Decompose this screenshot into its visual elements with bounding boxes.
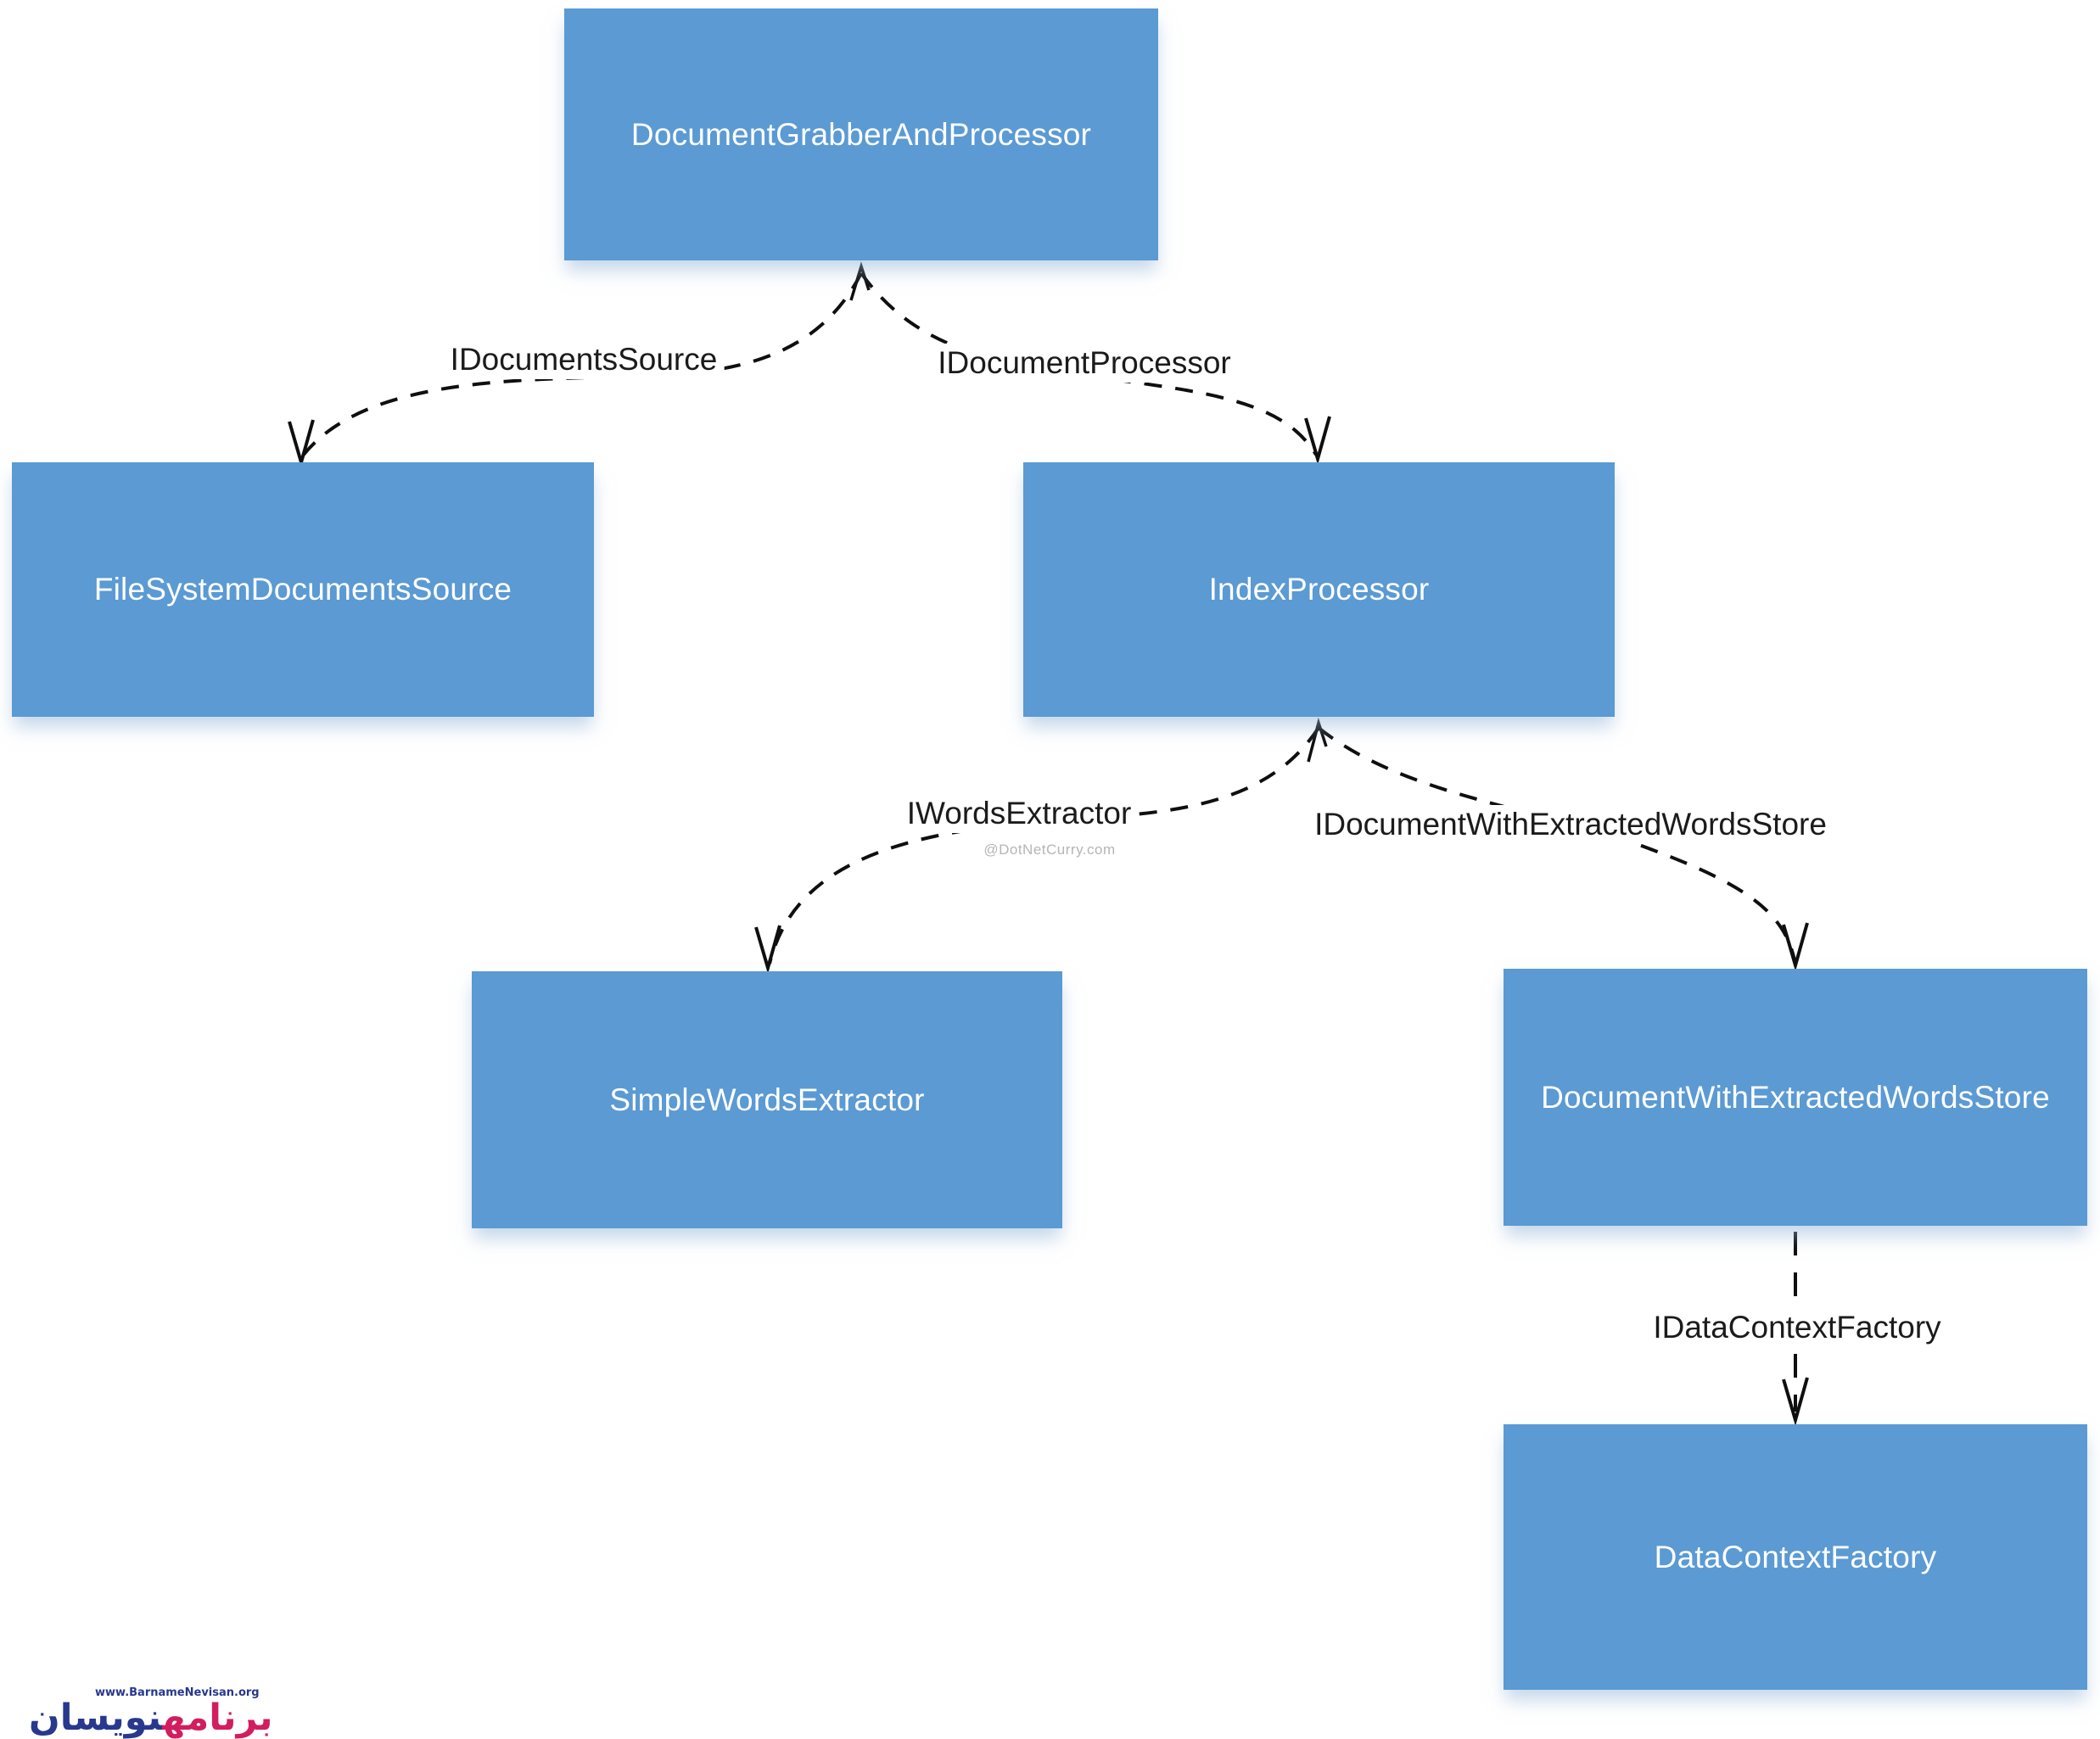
arrowhead-into-extractor bbox=[754, 925, 781, 975]
arrowhead-into-datacontextfactory bbox=[1782, 1377, 1809, 1427]
node-label: SimpleWordsExtractor bbox=[609, 1082, 925, 1117]
source-arrow-indexprocessor bbox=[1307, 717, 1328, 763]
barnamenevisan-logo: www.BarnameNevisan.org برنامهنویسان bbox=[29, 1683, 334, 1737]
logo-brand-right-word: برنامه bbox=[162, 1696, 273, 1739]
node-document-with-extracted-words-store: DocumentWithExtractedWordsStore bbox=[1504, 969, 2087, 1226]
node-simple-words-extractor: SimpleWordsExtractor bbox=[472, 971, 1062, 1228]
node-label: IndexProcessor bbox=[1208, 572, 1430, 607]
node-label: FileSystemDocumentsSource bbox=[93, 572, 512, 607]
edge-indexprocessor-to-store bbox=[1317, 726, 1796, 961]
edge-label-idocumentprocessor: IDocumentProcessor bbox=[931, 344, 1238, 383]
edge-label-idocumentwithextractedwordsstore: IDocumentWithExtractedWordsStore bbox=[1308, 805, 1834, 844]
arrowhead-into-store bbox=[1782, 922, 1809, 972]
logo-brand-text: برنامهنویسان bbox=[29, 1696, 273, 1739]
edge-label-iwordsextractor: IWordsExtractor bbox=[899, 794, 1139, 833]
source-arrow-grabber bbox=[849, 261, 871, 301]
node-index-processor: IndexProcessor bbox=[1023, 462, 1615, 717]
node-label: DocumentWithExtractedWordsStore bbox=[1541, 1079, 2050, 1115]
node-filesystem-documents-source: FileSystemDocumentsSource bbox=[12, 462, 594, 717]
logo-url-text: www.BarnameNevisan.org bbox=[95, 1686, 260, 1699]
node-data-context-factory: DataContextFactory bbox=[1504, 1424, 2087, 1690]
arrowhead-into-indexprocessor bbox=[1304, 416, 1331, 466]
logo-brand-left-word: نویسان bbox=[29, 1696, 163, 1739]
node-label: DocumentGrabberAndProcessor bbox=[630, 116, 1092, 152]
dotnetcurry-watermark: @DotNetCurry.com bbox=[983, 842, 1116, 858]
node-document-grabber-and-processor: DocumentGrabberAndProcessor bbox=[564, 8, 1158, 260]
edge-label-idatacontextfactory: IDataContextFactory bbox=[1646, 1308, 1948, 1347]
edge-label-idocumentssource: IDocumentsSource bbox=[443, 340, 725, 379]
arrowhead-into-filesystem bbox=[288, 419, 315, 469]
node-label: DataContextFactory bbox=[1654, 1539, 1937, 1574]
edge-indexprocessor-to-extractor bbox=[768, 726, 1320, 965]
